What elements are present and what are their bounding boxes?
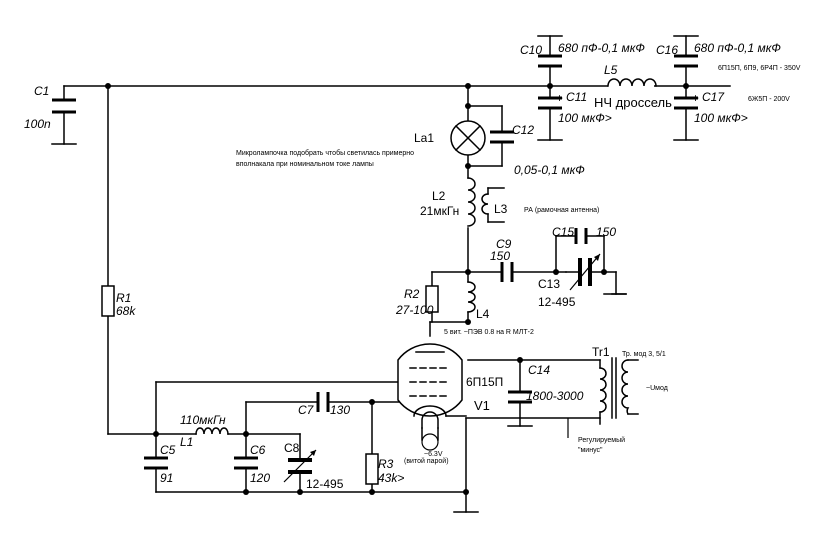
c9-ref: C9: [496, 237, 512, 251]
v1-tube-icon: [397, 343, 467, 429]
la1-ref: La1: [414, 131, 434, 145]
c16-ref: C16: [656, 43, 678, 57]
c10-value: 680 пФ-0,1 мкФ: [558, 41, 645, 55]
r3-resistor: [365, 453, 379, 485]
c1-value: 100n: [24, 117, 51, 131]
c5-ref: C5: [160, 443, 176, 457]
c5-value: 91: [160, 471, 173, 485]
c8-value: 12-495: [306, 477, 344, 491]
lamp-icon: [450, 120, 486, 156]
v1-type: 6П15П: [466, 375, 503, 389]
l1-inductor: [195, 427, 229, 435]
heater-note-2: (витой парой): [404, 457, 449, 465]
l2-ref: L2: [432, 189, 446, 203]
tr1-transformer-icon: [599, 357, 630, 419]
r2-ref: R2: [404, 287, 420, 301]
c17-polarity: +: [692, 91, 699, 105]
c13-variable-capacitor: [565, 253, 605, 291]
heater-note-1: ~6.3V: [424, 451, 443, 458]
r2-value: 27-100: [395, 303, 434, 317]
minus-note-2: "минус": [578, 447, 603, 454]
r2-resistor: [425, 285, 439, 313]
c14-value: 1800-3000: [526, 389, 584, 403]
l5-choke: [607, 78, 657, 88]
c7-value: 130: [330, 403, 350, 417]
umod-label: ~Uмод: [646, 385, 668, 392]
l3-ref: L3: [494, 202, 508, 216]
c1-ref: C1: [34, 84, 49, 98]
supply-note-1: 6П15П, 6П9, 6Р4П - 350V: [718, 65, 801, 72]
capacitor-plates: [52, 54, 698, 470]
junction-dots: [105, 83, 689, 495]
c9-value: 150: [490, 249, 510, 263]
tr1-ref: Tr1: [592, 345, 610, 359]
c11-ref: C11: [566, 90, 587, 104]
ground-symbols: [51, 35, 699, 513]
c6-value: 120: [250, 471, 270, 485]
c17-value: 100 мкФ>: [694, 111, 748, 125]
c15-ref: C15: [552, 225, 574, 239]
l5-value: НЧ дроссель: [594, 95, 672, 110]
c16-value: 680 пФ-0,1 мкФ: [694, 41, 781, 55]
r1-resistor: [101, 285, 115, 317]
r1-value: 68k: [116, 304, 136, 318]
lamp-note-1: Микролампочка подобрать чтобы светилась …: [236, 149, 414, 157]
l1-value: 110мкГн: [180, 413, 226, 427]
l4-inductor: [467, 281, 476, 313]
c14-ref: C14: [528, 363, 550, 377]
r3-ref: R3: [378, 457, 394, 471]
c11-value: 100 мкФ>: [558, 111, 612, 125]
l4-ref: L4: [476, 307, 490, 321]
r1-ref: R1: [116, 291, 131, 305]
c12-value: 0,05-0,1 мкФ: [514, 163, 585, 177]
c17-ref: C17: [702, 90, 725, 104]
minus-note-1: Регулируемый: [578, 436, 625, 444]
v1-ref: V1: [474, 398, 490, 413]
l5-ref: L5: [604, 63, 618, 77]
c6-ref: C6: [250, 443, 266, 457]
c15-value: 150: [596, 225, 616, 239]
c12-ref: C12: [512, 123, 534, 137]
l1-ref: L1: [180, 435, 193, 449]
c13-value: 12-495: [538, 295, 576, 309]
c10-ref: C10: [520, 43, 542, 57]
supply-note-2: 6Ж5П - 200V: [748, 96, 790, 103]
l2-inductor: [467, 177, 476, 227]
c13-ref: C13: [538, 277, 560, 291]
l3-inductor: [481, 193, 489, 215]
heater-icon: [421, 433, 439, 451]
lamp-note-2: вполнакала при номинальном токе лампы: [236, 161, 374, 168]
tr1-note: Тр. мод 3, 5/1: [622, 351, 666, 358]
c8-variable-capacitor: [283, 449, 317, 483]
l3-note: РА (рамочная антенна): [524, 207, 599, 214]
r3-value: 43k>: [378, 471, 404, 485]
l4-note: 5 вит. ~ПЭВ 0.8 на R МЛТ-2: [444, 329, 534, 336]
l2-value: 21мкГн: [420, 204, 459, 218]
wires: [63, 35, 731, 513]
c11-polarity: +: [556, 91, 563, 105]
c7-ref: C7: [298, 403, 315, 417]
c8-ref: C8: [284, 441, 300, 455]
